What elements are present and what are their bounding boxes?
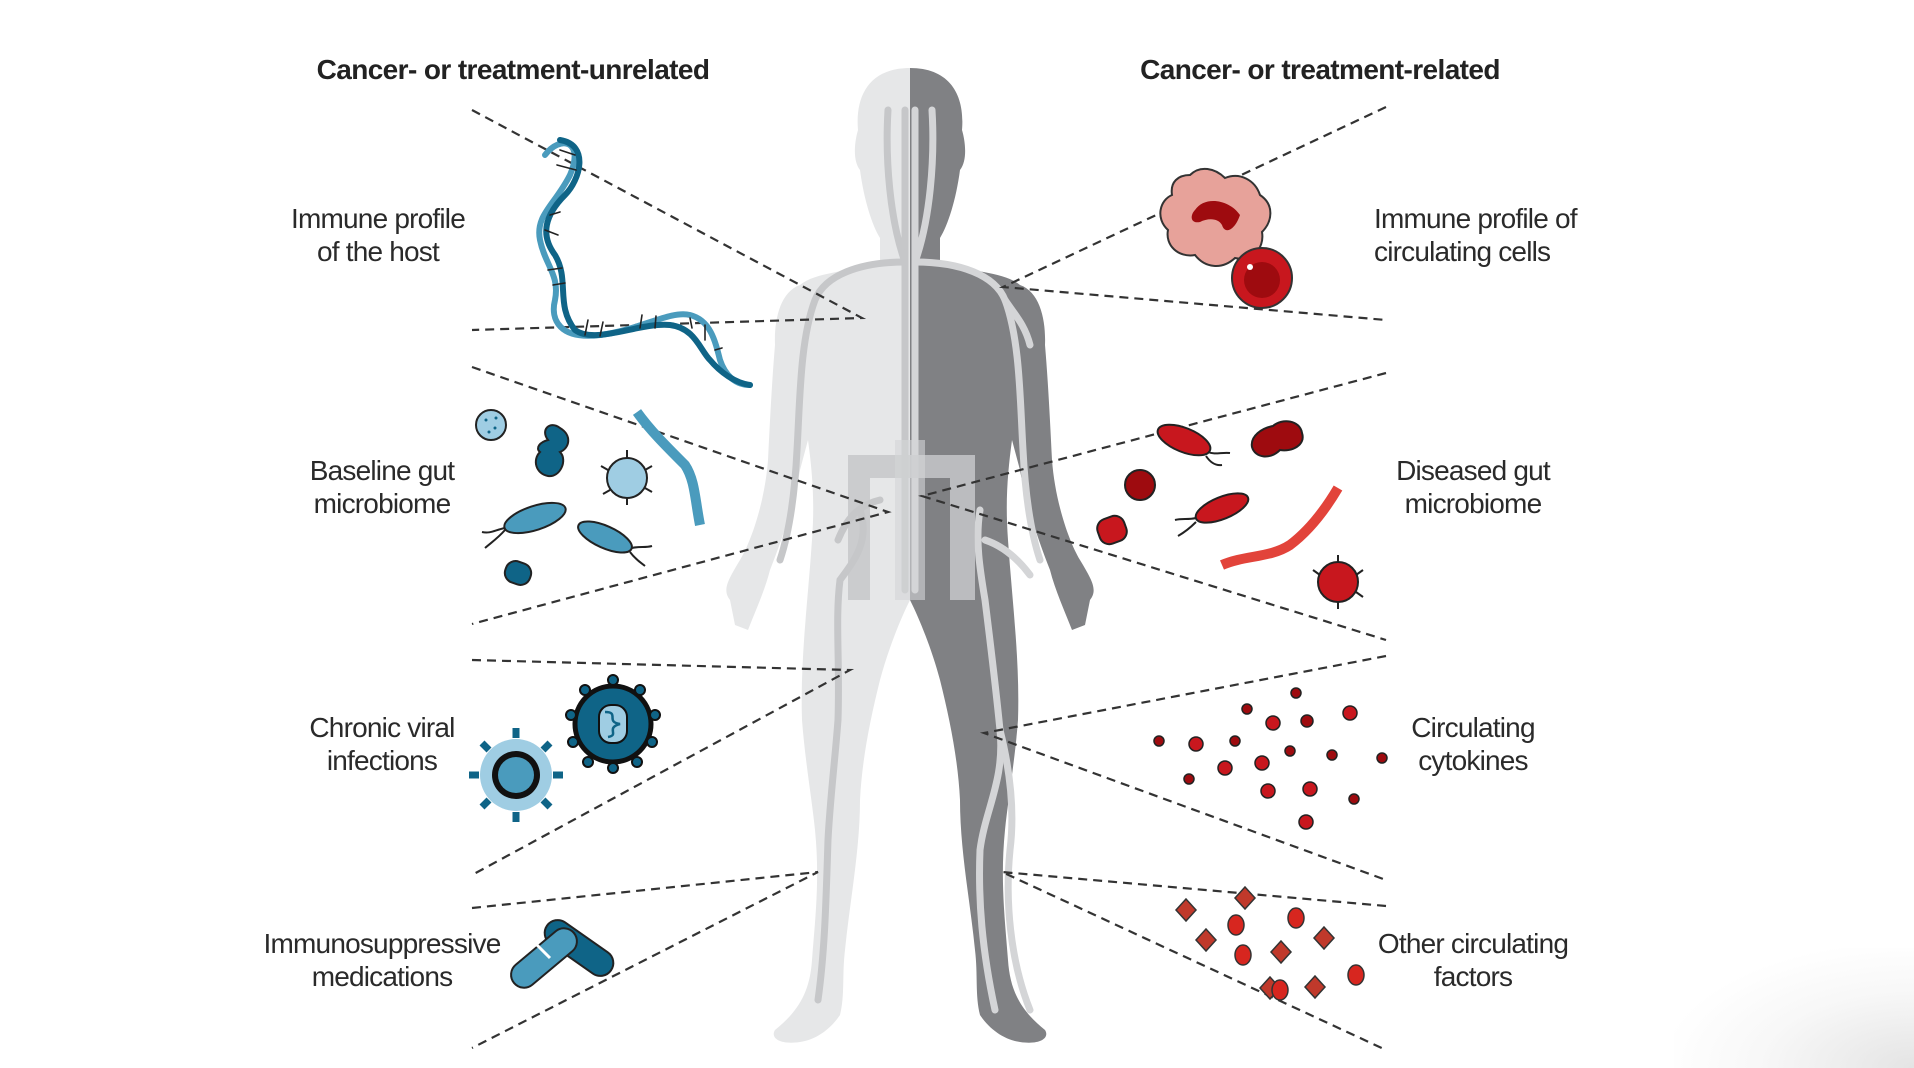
factor-mark [1347,964,1365,986]
factor-label-line2: medications [312,961,453,992]
cytokine-dot [1290,687,1302,699]
cytokine-dots-icon [1153,687,1388,830]
cytokine-dot [1229,735,1241,747]
factor-mark [1227,914,1245,936]
factor-mark [1269,939,1293,965]
cytokine-dot [1302,781,1318,797]
cytokine-dot [1300,714,1314,728]
cytokine-dot [1188,736,1204,752]
corner-shading [1674,948,1914,1068]
blue-bacteria-icon [475,409,705,586]
right-column-header: Cancer- or treatment-related [1140,54,1500,85]
factor-label-line2: circulating cells [1374,236,1550,267]
factor-label-line1: Chronic viral [309,712,454,743]
cytokine-dot [1183,773,1195,785]
factor-mark [1194,927,1218,953]
red-bacteria-icon [1096,420,1364,609]
cytokine-dot [1260,783,1276,799]
right-factor-4: Other circulating factors [1378,928,1569,992]
left-factor-4: Immunosuppressive medications [264,928,502,992]
factor-label-line2: factors [1434,961,1512,992]
factor-label-line1: Immune profile [291,203,465,234]
left-factor-2: Baseline gut microbiome [310,455,456,519]
left-factor-1: Immune profile of the host [291,203,466,267]
cytokine-dot [1217,760,1233,776]
callout-lines-left [471,109,892,1049]
factor-label-line1: Baseline gut [310,455,456,486]
cytokine-dot [1153,735,1165,747]
left-factor-3: Chronic viral infections [309,712,455,776]
factor-mark [1303,974,1327,1000]
cytokine-dot [1241,703,1253,715]
human-body-figure [726,68,1094,1043]
circulating-factors-icon [1174,885,1365,1001]
cytokine-dot [1265,715,1281,731]
factor-mark [1287,907,1305,929]
factor-mark [1174,897,1198,923]
right-factor-3: Circulating cytokines [1411,712,1535,776]
pill-capsules-icon [510,919,615,989]
factor-label-line2: infections [327,745,437,776]
immune-cells-icon [1159,167,1293,309]
right-factor-2: Diseased gut microbiome [1396,455,1552,519]
cytokine-dot [1254,755,1270,771]
intestine [848,440,975,600]
callout-lines-right [918,106,1387,1051]
cytokine-dot [1342,705,1358,721]
factor-mark [1271,979,1289,1001]
cytokine-dot [1298,814,1314,830]
cytokine-dot [1284,745,1296,757]
virus-icon [469,674,661,822]
cytokine-dot [1348,793,1360,805]
factor-mark [1233,885,1257,911]
cytokine-dot [1376,752,1388,764]
dna-double-helix-icon [536,137,753,388]
factor-label-line1: Other circulating [1378,928,1568,959]
factor-label-line1: Diseased gut [1396,455,1551,486]
factor-label-line2: microbiome [314,488,451,519]
factor-label-line1: Immunosuppressive [264,928,501,959]
factor-mark [1312,925,1336,951]
factor-mark [1234,944,1252,966]
factor-label-line2: cytokines [1418,745,1528,776]
factor-label-line1: Immune profile of [1374,203,1578,234]
cytokine-dot [1326,749,1338,761]
right-factor-1: Immune profile of circulating cells [1374,203,1579,267]
factor-label-line2: microbiome [1405,488,1542,519]
factor-label-line1: Circulating [1411,712,1534,743]
left-column-header: Cancer- or treatment-unrelated [317,54,710,85]
factor-label-line2: of the host [317,236,440,267]
